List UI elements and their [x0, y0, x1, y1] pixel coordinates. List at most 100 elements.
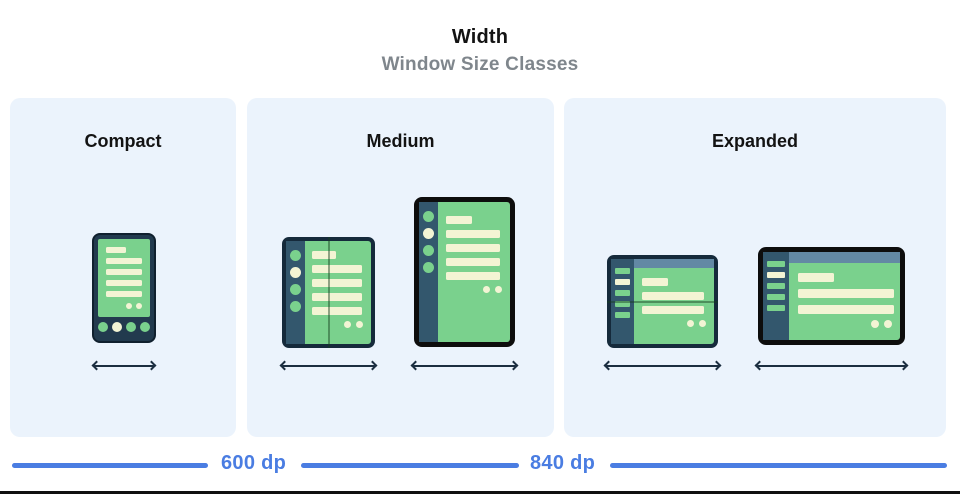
width-arrow-icon — [755, 360, 908, 372]
content-dots — [446, 286, 502, 293]
content-dots — [106, 303, 142, 309]
rail-bar — [767, 283, 785, 289]
content-dot — [699, 320, 706, 327]
rail-bar — [615, 290, 630, 296]
rail-bar — [767, 261, 785, 267]
arrow-shaft — [757, 365, 906, 367]
rail-dot — [290, 284, 301, 295]
content-dots — [313, 321, 363, 328]
nav-dot — [112, 322, 122, 332]
content-dot — [884, 320, 892, 328]
rail-bar — [767, 294, 785, 300]
scale-line-segment — [301, 463, 519, 468]
content-line — [446, 230, 500, 238]
content-line — [446, 216, 472, 224]
rail-bar — [767, 272, 785, 278]
content-line — [642, 292, 704, 300]
rail-bar — [615, 268, 630, 274]
content-dot — [136, 303, 142, 309]
rail-bar — [767, 305, 785, 311]
width-arrow-icon — [411, 360, 518, 372]
compact-panel: Compact — [10, 98, 236, 437]
content-line — [798, 289, 894, 298]
expanded-panel: Expanded — [564, 98, 946, 437]
diagram-title: Width — [451, 26, 509, 48]
screen-content — [438, 202, 510, 342]
rail-dot — [290, 250, 301, 261]
content-line — [798, 305, 894, 314]
arrow-shaft — [606, 365, 719, 367]
content-line — [312, 279, 362, 287]
content-line — [642, 306, 704, 314]
scale-line-segment — [610, 463, 947, 468]
arrow-shaft — [413, 365, 516, 367]
nav-dot — [98, 322, 108, 332]
content-line — [312, 307, 362, 315]
screen-content — [305, 241, 371, 344]
content-dot — [126, 303, 132, 309]
breakpoint-840-label: 840 dp — [530, 452, 596, 474]
tablet-landscape-illustration — [758, 247, 905, 345]
rail-dot — [423, 245, 434, 256]
content-dot — [483, 286, 490, 293]
content-dot — [344, 321, 351, 328]
nav-dot — [126, 322, 136, 332]
app-top-bar — [789, 252, 900, 263]
rail-dot — [290, 267, 301, 278]
content-line — [106, 291, 142, 297]
phone-screen — [98, 239, 150, 317]
app-top-bar — [634, 259, 714, 268]
medium-panel: Medium — [247, 98, 554, 437]
expanded-panel-title: Expanded — [711, 131, 799, 151]
content-line — [106, 269, 142, 275]
content-dot — [871, 320, 879, 328]
content-line — [312, 251, 336, 259]
content-dot — [356, 321, 363, 328]
rail-bar — [615, 312, 630, 318]
nav-rail — [611, 259, 634, 344]
phone-nav-bar — [96, 315, 152, 339]
width-arrow-icon — [604, 360, 721, 372]
width-arrow-icon — [92, 360, 156, 372]
fold-crease — [327, 237, 330, 348]
screen-content — [789, 263, 900, 340]
image-bottom-border — [0, 491, 960, 494]
compact-panel-title: Compact — [84, 131, 162, 151]
diagram-subtitle: Window Size Classes — [381, 54, 579, 75]
content-line — [312, 265, 362, 273]
content-line — [106, 280, 142, 286]
arrow-shaft — [282, 365, 375, 367]
scale-line-segment — [12, 463, 208, 468]
medium-panel-title: Medium — [366, 131, 435, 151]
nav-rail — [419, 202, 438, 342]
foldable-portrait-illustration — [282, 237, 375, 348]
foldable-landscape-illustration — [607, 255, 718, 348]
phone-illustration — [92, 233, 156, 343]
rail-dot — [290, 301, 301, 312]
rail-bar — [615, 301, 630, 307]
width-arrow-icon — [280, 360, 377, 372]
content-line — [106, 247, 126, 253]
content-line — [446, 244, 500, 252]
content-dots — [642, 320, 706, 327]
nav-rail — [763, 252, 789, 340]
content-line — [106, 258, 142, 264]
content-line — [312, 293, 362, 301]
breakpoint-600-label: 600 dp — [221, 452, 287, 474]
rail-dot — [423, 228, 434, 239]
nav-rail — [286, 241, 305, 344]
tablet-portrait-illustration — [414, 197, 515, 347]
content-line — [446, 258, 500, 266]
content-line — [798, 273, 834, 282]
rail-dot — [423, 211, 434, 222]
content-line — [446, 272, 500, 280]
fold-crease — [607, 300, 718, 303]
content-dot — [687, 320, 694, 327]
content-dot — [495, 286, 502, 293]
screen-content — [634, 268, 714, 344]
rail-bar — [615, 279, 630, 285]
arrow-shaft — [94, 365, 154, 367]
rail-dot — [423, 262, 434, 273]
content-dots — [797, 320, 892, 328]
